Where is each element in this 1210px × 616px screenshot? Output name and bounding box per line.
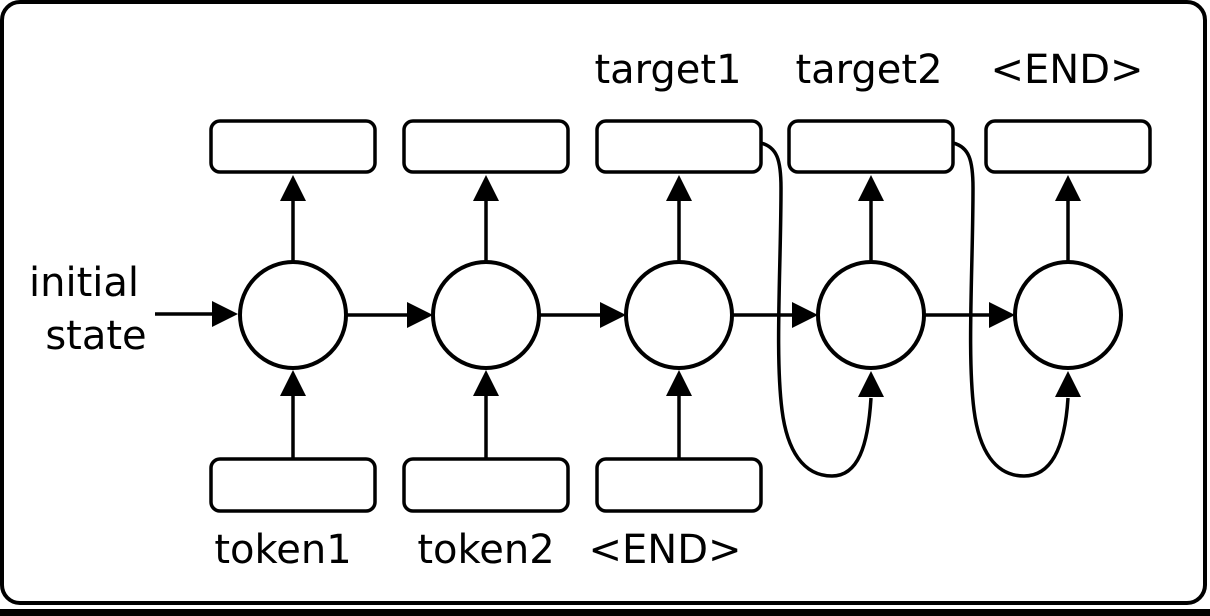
output-box-2 bbox=[402, 119, 570, 174]
output-label-end: <END> bbox=[990, 47, 1144, 93]
arrow-cell4-cell5 bbox=[924, 302, 1015, 328]
input-label-token1: token1 bbox=[214, 527, 352, 573]
arrow-cell2-cell3 bbox=[539, 302, 626, 328]
arrow-input3-cell3 bbox=[666, 370, 692, 459]
rnn-cell-1 bbox=[238, 260, 348, 370]
bottom-edge-bar bbox=[0, 609, 1210, 616]
rnn-cell-3 bbox=[624, 260, 734, 370]
input-box-1 bbox=[209, 457, 377, 513]
rnn-cell-4 bbox=[816, 260, 926, 370]
initial-state-label-line2: state bbox=[45, 313, 147, 359]
rnn-cell-5 bbox=[1013, 260, 1123, 370]
arrow-cell2-output2 bbox=[473, 175, 499, 262]
arrow-initial-state bbox=[155, 301, 238, 327]
rnn-cell-2 bbox=[431, 260, 541, 370]
arrow-cell5-output5 bbox=[1055, 175, 1081, 262]
input-box-3 bbox=[595, 457, 763, 513]
arrow-cell1-output1 bbox=[280, 175, 306, 262]
output-box-5 bbox=[984, 119, 1152, 174]
output-box-3 bbox=[595, 119, 763, 174]
arrow-input2-cell2 bbox=[473, 370, 499, 459]
input-box-2 bbox=[402, 457, 570, 513]
figure-border-frame bbox=[0, 0, 1207, 605]
arrow-cell3-cell4 bbox=[732, 302, 818, 328]
arrow-cell1-cell2 bbox=[346, 302, 433, 328]
arrow-input1-cell1 bbox=[280, 370, 306, 459]
output-box-4 bbox=[787, 119, 955, 174]
initial-state-label-line1: initial bbox=[29, 260, 139, 306]
feedback-curve-output3-cell4 bbox=[760, 141, 884, 478]
input-label-end: <END> bbox=[588, 527, 742, 573]
output-box-1 bbox=[209, 119, 377, 174]
input-label-token2: token2 bbox=[417, 527, 555, 573]
output-label-target1: target1 bbox=[594, 47, 742, 93]
output-label-target2: target2 bbox=[795, 47, 943, 93]
arrow-cell4-output4 bbox=[858, 175, 884, 262]
arrow-cell3-output3 bbox=[666, 175, 692, 262]
feedback-curve-output4-cell5 bbox=[952, 141, 1081, 478]
